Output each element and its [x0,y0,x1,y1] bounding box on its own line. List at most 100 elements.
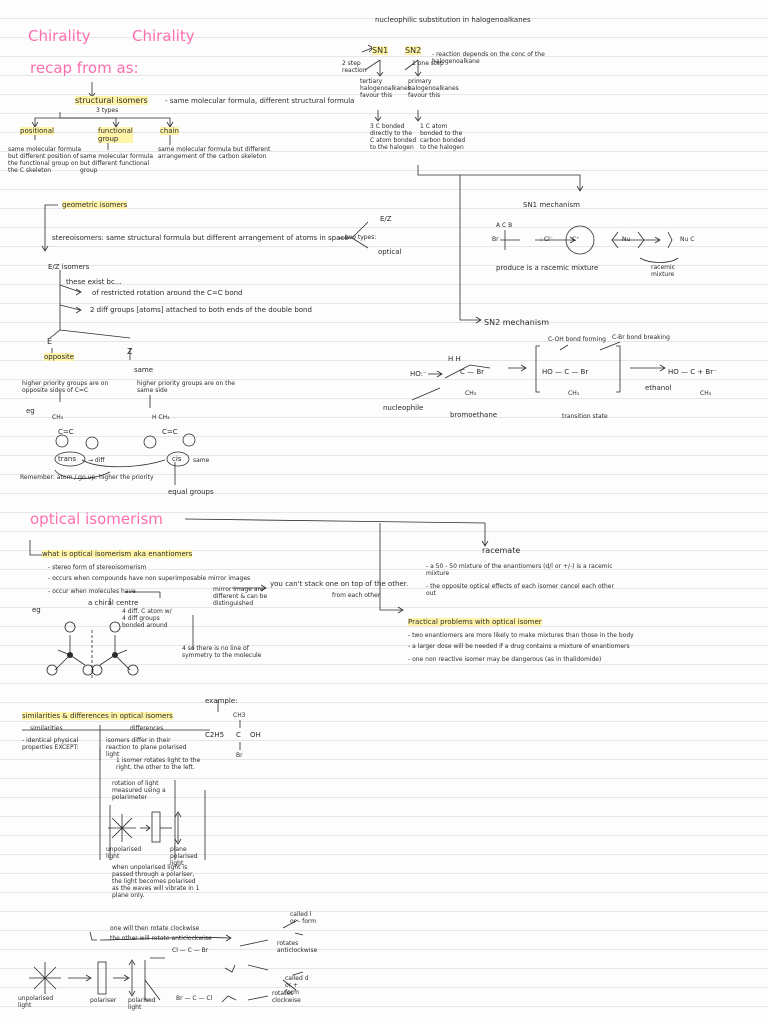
rotates-anticlockwise: rotates anticlockwise [277,940,318,954]
bottom-polariser: polariser [90,997,117,1004]
struct-d: Br — C — Cl [176,995,213,1002]
sn1-reactant: A C B [496,222,513,229]
primary-note: primary halogenoalkanes favour this [408,78,459,99]
sn1-label: SN1 [372,46,389,55]
racemate-heading: racemate [482,546,521,555]
polarised-label: plane polarised light [170,846,198,867]
sn2-label: SN2 [405,46,422,55]
optical-b3: - occur when molecules have [48,588,136,595]
z-label: Z [127,347,133,356]
simdiff-col-similarities: similarities [30,725,63,732]
example-label: example: [205,697,238,705]
sn1-product-1: Nu [622,236,631,243]
sn2-ch3: CH₃ [465,390,477,397]
symmetry-note: 4 so there is no line of symmetry to the… [182,645,262,659]
sn2-c-br: C — Br [460,368,485,376]
struct-l: Cl — C — Br [172,947,209,954]
e-word: opposite [44,353,75,361]
diff-1: isomers differ in their reaction to plan… [106,737,187,758]
stack-note: you can't stack one on top of the other. [270,580,409,588]
called-l: called l or - form [290,911,317,925]
trans-structure: CH₃ [52,414,64,421]
sn2-reactant: H H [448,355,461,363]
title-optical-isomerism: optical isomerism [30,510,163,528]
ethanol-label: ethanol [645,384,672,392]
each-other-note: from each other [332,592,381,599]
title-chirality-2: Chirality [132,27,195,45]
transition-state-label: transition state [562,413,608,420]
racemate-2: - the opposite optical effects of each i… [426,583,614,597]
sn2-mechanism-heading: SN2 mechanism [484,318,550,327]
when-note: when unpolarised light is passed through… [112,864,200,899]
diff-3: rotation of light measured using a polar… [112,780,166,801]
simdiff-col-differences: differences [130,725,164,732]
sn1-reactant-br: Br [492,236,499,243]
trans-cc: C=C [58,428,74,436]
practical-heading: Practical problems with optical isomer [408,618,542,626]
chiral-centre: a chiral centre [88,599,139,607]
diff-c-atom: 4 diff. C atom w/ 4 diff groups bonded a… [122,608,172,629]
cis-label: cis [172,455,182,463]
equal-groups: equal groups [168,488,214,496]
bottom-polarised: polarised light [128,997,156,1011]
practical-2: - a larger dose will be needed if a drug… [408,643,630,650]
functional-label: functional group [98,127,133,143]
sn1-cl: : Cl⁻ [540,236,553,243]
sn2-one-step: 1 one step [412,60,444,67]
sn2-product: HO — C + Br⁻ [668,368,717,376]
sn2-transition: HO — C — Br [542,368,589,376]
formula-br: Br [236,752,243,759]
unpolarised-label: unpolarised light [106,846,142,860]
formula-c: C [236,731,241,739]
cis-cc: C=C [162,428,178,436]
sn-title: nucleophilic substitution in halogenoalk… [375,16,531,24]
formula-c2h5: C2H5 [205,731,225,739]
rotates-clockwise: rotates clockwise [272,990,301,1004]
c-oh-bond: C-OH bond forming [548,336,606,343]
structural-heading: structural isomers [75,96,148,105]
primary-c-note: 1 C atom bonded to the carbon bonded to … [420,123,466,151]
sn1-mechanism-heading: SN1 mechanism [523,201,580,209]
restricted-rotation: of restricted rotation around the C=C bo… [92,289,243,297]
title-recap: recap from as: [30,59,139,77]
z-description: higher priority groups are on the same s… [137,380,236,394]
formula-ch3: CH3 [233,712,246,719]
optical-b1: - stereo form of stereoisomerism [48,564,147,571]
geometric-heading: geometric isomers [62,201,128,209]
sn2-rate: - reaction depends on the conc of the ha… [432,51,545,65]
stereoisomers-def: stereoisomers: same structural formula b… [52,234,349,242]
called-d: called d or + form [285,975,309,996]
tertiary-c-note: 3 C bonded directly to the C atom bonded… [370,123,417,151]
other-rotates: the other will rotate anticlockwise [110,935,212,942]
racemate-1: - a 50 - 50 mixture of the enantiomers (… [426,563,613,577]
c-br-bond: C-Br bond breaking [612,334,670,341]
sn2-ts-ch3: CH₃ [568,390,580,397]
cis-same: same [193,457,210,464]
ez-label: E/Z [380,215,392,223]
eg-label: eg [26,407,35,415]
similarities-text: - identical physical properties EXCEPT: [22,737,79,751]
two-types-label: two types: [345,234,377,241]
chain-desc: same molecular formula but different arr… [158,146,271,160]
e-description: higher priority groups are on opposite s… [22,380,109,394]
exist-label: these exist bc... [66,278,122,286]
functional-desc: same molecular formula but different fun… [80,153,154,174]
trans-diff: → diff [88,457,105,464]
optical-b2: - occurs when compounds have non superim… [48,575,251,582]
positional-label: positional [20,127,54,135]
title-chirality: Chirality [28,27,91,45]
positional-desc: same molecular formula but different pos… [8,146,82,174]
formula-oh: OH [250,731,261,739]
structural-def: - same molecular formula, different stru… [165,97,355,105]
sn1-intermediate: C⁺ [572,236,580,243]
practical-3: - one non reactive isomer may be dangero… [408,656,602,663]
mirror-note: mirror image are different & can be dist… [213,586,268,607]
eg2-label: eg [32,606,41,614]
optical-type-label: optical [378,248,402,256]
simdiff-heading: similarities & differences in optical is… [22,712,173,720]
structural-types: 3 types [96,107,119,114]
bromoethane-label: bromoethane [450,411,498,419]
cis-structure: H CH₃ [152,414,170,421]
sn2-product-ch3: CH₃ [700,390,712,397]
tertiary-note: tertiary halogenoalkanes favour this [360,78,411,99]
